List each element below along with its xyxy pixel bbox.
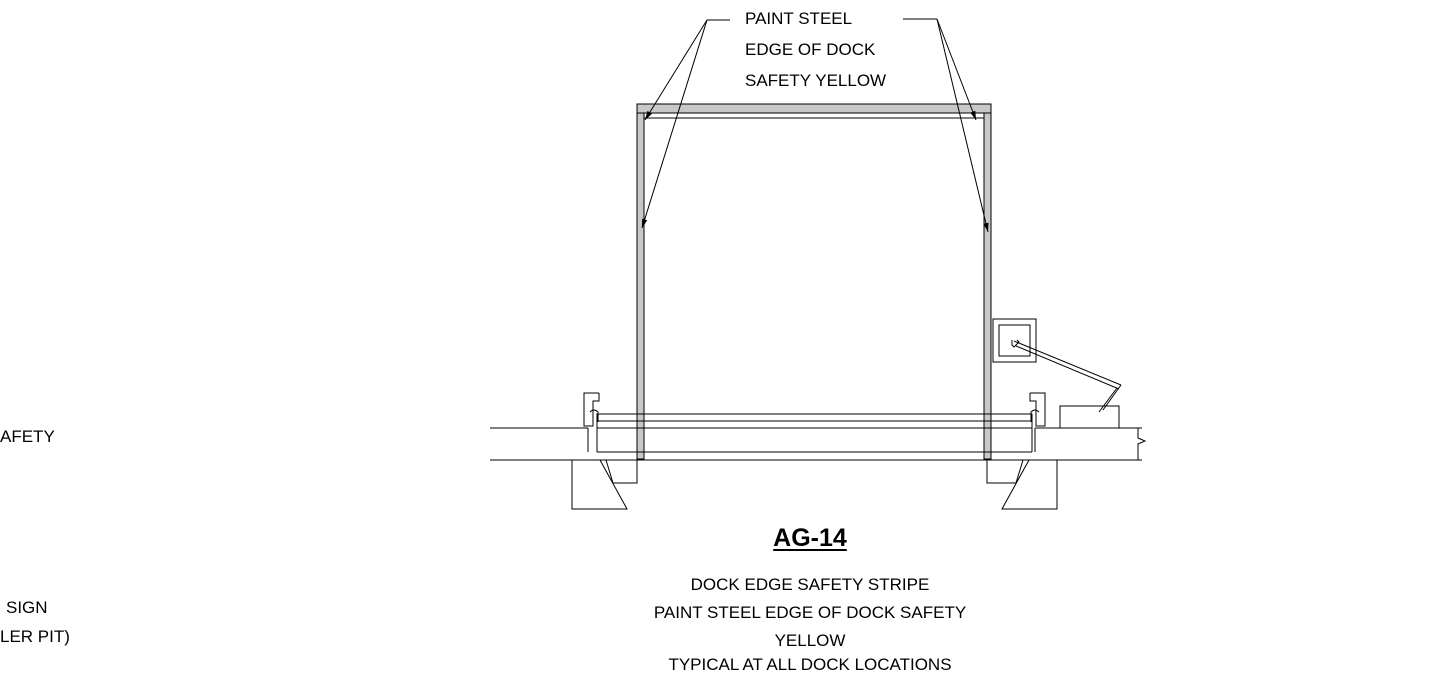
detail-description-line-4: TYPICAL AT ALL DOCK LOCATIONS [668, 655, 952, 674]
leader-arrow-head-left [644, 19, 708, 121]
leveler-pit [589, 409, 1040, 453]
detail-description-line-2: PAINT STEEL EDGE OF DOCK SAFETY [653, 603, 967, 622]
right-bumper [986, 392, 1058, 510]
detail-description-line-3: YELLOW [774, 631, 846, 650]
frame-left-jamb [636, 112, 645, 460]
left-fragment-line-1: AFETY [0, 427, 55, 446]
break-line [1137, 428, 1147, 460]
callout-line-1: PAINT STEEL [745, 9, 853, 28]
left-fragment-line-2: SIGN [6, 598, 48, 617]
painted-steel-frame [636, 103, 992, 460]
detail-title: AG-14 [773, 524, 847, 552]
control-box [992, 318, 1122, 429]
callout-line-2: EDGE OF DOCK [745, 40, 876, 59]
callout-line-3: SAFETY YELLOW [745, 71, 887, 90]
leader-arrow-head-right [936, 18, 977, 121]
left-fragment-line-3: LER PIT) [0, 627, 70, 646]
callout-leaders [641, 18, 989, 233]
detail-description-line-1: DOCK EDGE SAFETY STRIPE [690, 575, 930, 594]
left-bumper [571, 392, 638, 510]
leader-arrow-jamb-right [936, 18, 989, 233]
frame-right-jamb [983, 112, 992, 460]
leader-arrow-jamb-left [641, 19, 708, 229]
frame-head-stripe [636, 103, 992, 114]
dock-slab [490, 427, 1147, 461]
